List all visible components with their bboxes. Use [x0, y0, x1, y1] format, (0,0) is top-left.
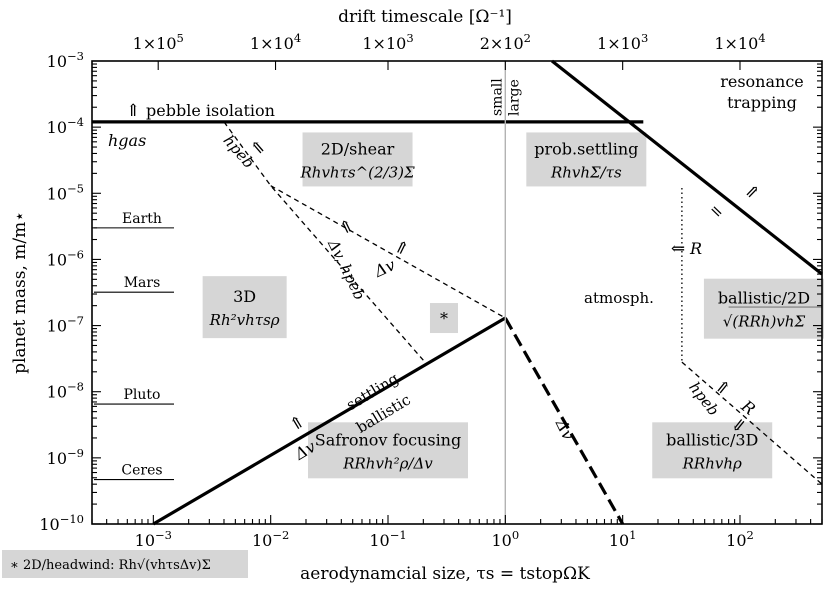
boundary-line [152, 316, 507, 526]
y-tick-label: 10−6 [47, 247, 84, 269]
dv-hpeb-label: Δv, hpeb [324, 236, 369, 303]
r-label-left: R [689, 239, 702, 258]
regime-box [703, 278, 824, 339]
regime-formula: RhvhΣ/τs [550, 163, 622, 181]
regime-formula: RRhvhρ [682, 454, 742, 472]
top-tick-label: 1×103 [362, 31, 413, 53]
regime-formula: √(RRh)vhΣ [723, 313, 806, 331]
regime-title: 3D [233, 287, 256, 306]
regime-box [652, 422, 773, 479]
regime-title: ballistic/3D [666, 430, 758, 449]
h-gas-label: hgas [108, 131, 146, 150]
regime-title: prob.settling [534, 139, 638, 158]
large-label: large [506, 79, 522, 116]
trapping-label: trapping [727, 93, 797, 112]
pebble-isolation-label: pebble isolation [146, 101, 275, 120]
planet-label: Mars [124, 275, 161, 291]
eq-arrow: ⇑ [739, 180, 763, 204]
boundary-line [503, 317, 625, 525]
regime-box [308, 422, 469, 479]
y-tick-label: 10−4 [47, 115, 84, 137]
axis-labels: drift timescale [Ω⁻¹] aerodynamcial size,… [2, 7, 590, 584]
axes-frame [91, 60, 823, 525]
planet-label: Earth [122, 211, 162, 227]
regime-title: ballistic/2D [718, 289, 810, 308]
y-tick-label: 10−9 [47, 446, 84, 468]
r-arrow-left: ⇐ [671, 239, 685, 259]
y-tick-label: 10−8 [47, 380, 84, 402]
regime-box [526, 132, 647, 187]
regime-title: * [440, 309, 448, 328]
y-axis-label: planet mass, m/m⋆ [10, 211, 30, 374]
dv-label-upper: Δv [371, 255, 398, 281]
y-tick-label: 10−7 [47, 314, 84, 336]
small-label: small [489, 78, 505, 116]
regime-title: 2D/shear [321, 139, 395, 158]
planet-label: Ceres [121, 463, 162, 479]
y-tick-label: 10−5 [47, 181, 84, 203]
top-axis-label: drift timescale [Ω⁻¹] [338, 7, 512, 27]
regime-box [202, 276, 287, 339]
axis-ticks: 10−3 10−2 10−1 100 101 102 10−10 10−9 10−8 10−7 10… [39, 31, 823, 550]
dv-arrow: ⇑ [286, 411, 309, 435]
top-tick-label: 1×103 [597, 31, 648, 53]
pebble-isolation-arrow: ⇑ [126, 101, 140, 121]
x-tick-label: 100 [491, 528, 519, 550]
footnote-label: ∗ 2D/headwind: Rh√(vhτsΔv)Σ [10, 558, 211, 573]
atmosph-label: atmosph. [584, 289, 654, 307]
planet-label: Pluto [124, 387, 161, 403]
eq-label: = [705, 200, 728, 223]
top-tick-label: 2×102 [480, 31, 531, 53]
footnote-box [2, 550, 248, 578]
dv-upper-arrow: ⇑ [390, 236, 412, 260]
top-tick-label: 1×105 [133, 31, 184, 53]
y-tick-label: 10−3 [47, 49, 84, 71]
resonance-label: resonance [720, 72, 804, 91]
boundary-line [270, 185, 506, 319]
x-tick-label: 10−3 [135, 528, 172, 550]
plot-frame [91, 60, 823, 525]
regime-formula: Rhvhτs^(2/3)Σ [299, 163, 414, 181]
dv-hpeb-arrow: ⇑ [336, 215, 358, 239]
y-tick-label: 10−10 [39, 512, 84, 534]
boundary-line [681, 361, 823, 485]
regime-box [302, 132, 413, 187]
x-tick-label: 102 [726, 528, 754, 550]
x-tick-label: 10−2 [252, 528, 289, 550]
regime-title: Safronov focusing [315, 430, 461, 449]
boundary-lines [92, 59, 823, 526]
x-tick-label: 101 [609, 528, 637, 550]
regime-formula: Rh²vhτsρ [209, 311, 280, 329]
x-axis-label: aerodynamcial size, τs = tstopΩK [300, 564, 590, 584]
top-tick-label: 1×104 [714, 31, 765, 53]
regime-formula: RRhvh²ρ/Δv [342, 454, 433, 472]
boundary-line [551, 59, 823, 276]
top-tick-label: 1×104 [250, 31, 301, 53]
regime-box [429, 303, 458, 334]
x-tick-label: 10−1 [369, 528, 406, 550]
